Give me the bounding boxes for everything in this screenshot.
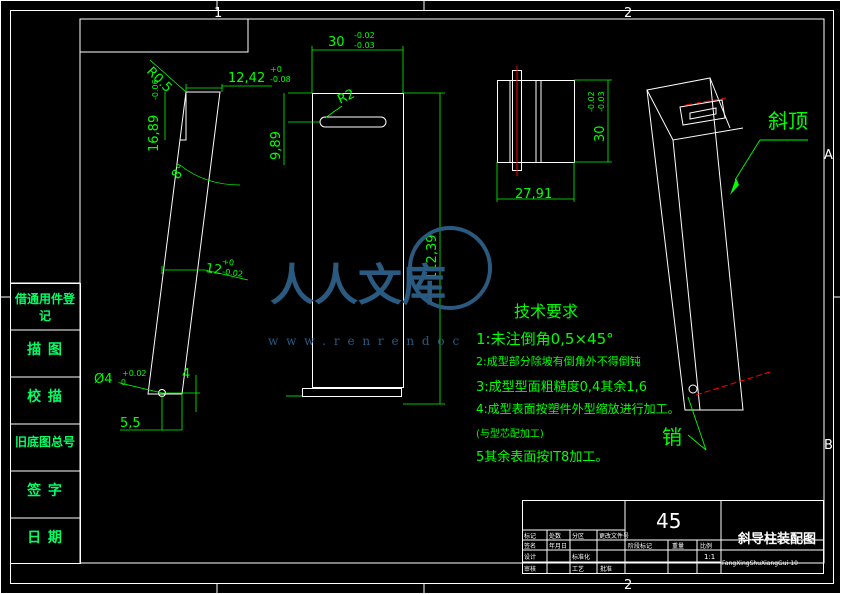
side-table-old-number: 旧底图总号 <box>14 435 75 449</box>
watermark-text: 人人文库 <box>270 260 446 311</box>
tech-note-1: 1:未注倒角0,5×45° <box>476 330 614 348</box>
dims-view1 <box>119 59 272 431</box>
label-lifter: 斜顶 <box>768 109 808 133</box>
dims-view3 <box>496 79 612 202</box>
dim-12-lower: -0.02 <box>222 267 244 279</box>
tb-label-12: 工艺 <box>572 565 584 573</box>
tech-note-4b: (与型芯配加工) <box>476 429 544 440</box>
tech-note-5: 5其余表面按IT8加工。 <box>476 450 609 465</box>
side-table-check: 校 描 <box>27 389 63 405</box>
drawing-subtitle: FangXingShuXiangGui-10 <box>722 560 798 567</box>
dim-1242-upper: +0 <box>270 65 282 74</box>
tb-label-0: 标记 <box>524 532 536 540</box>
zone-col-2: 2 <box>624 6 632 21</box>
pin-hole-iso <box>688 384 698 394</box>
dim-4: 4 <box>182 367 190 382</box>
tech-note-4: 4:成型表面按塑件外型缩放进行加工。 <box>476 402 680 416</box>
dim-30-upper: -0.02 <box>354 31 375 40</box>
lifter-arrow <box>730 178 739 195</box>
tb-label-13: 批准 <box>600 565 612 573</box>
dim-12: 12 <box>204 261 222 278</box>
dim-11239: 112,39 <box>425 235 440 281</box>
tech-note-3: 3:成型型面粗糙度0,4其余1,6 <box>476 380 647 395</box>
dim-d4-lower: -0 <box>118 378 126 387</box>
zone-col-2-bottom: 2 <box>624 578 632 593</box>
label-pin: 销 <box>662 425 682 449</box>
dim-30-lower: -0.03 <box>354 41 375 50</box>
dim-r2: R2 <box>335 87 357 108</box>
dim-1689-tol: -0.06 <box>151 79 160 100</box>
dim-55: 5,5 <box>120 416 141 431</box>
tb-label-7: 重量 <box>672 542 684 550</box>
title-block-frame <box>522 500 824 574</box>
leader-lines <box>687 139 808 451</box>
dim-d4-upper: +0.02 <box>122 369 147 378</box>
tb-label-9: 设计 <box>524 553 536 561</box>
tb-label-5: 年月日 <box>549 542 567 550</box>
dim-30h-upper: -0.02 <box>587 91 596 112</box>
lifter-iso-view <box>646 77 744 411</box>
dim-30-height: 30 <box>593 125 608 142</box>
dim-1242-lower: -0.08 <box>270 75 291 84</box>
side-table-register: 借通用件登记 <box>14 292 75 323</box>
dim-d4: Ø4 <box>94 372 113 387</box>
tb-label-2: 分区 <box>572 532 584 540</box>
dim-angle: 8° <box>169 162 190 183</box>
tb-label-10: 标准化 <box>572 553 590 561</box>
drawing-title: 斜导柱装配图 <box>737 531 816 547</box>
tb-label-3: 更改文件号 <box>599 532 629 540</box>
tb-label-6: 阶段标记 <box>628 542 652 550</box>
dim-1689: 16,89 <box>147 115 162 152</box>
lifter-front-view <box>302 93 404 397</box>
watermark: 人人文库 w w w . r e n r e n d o c <box>268 226 492 348</box>
zone-row-a: A <box>824 148 833 163</box>
dim-1242: 12,42 <box>228 71 265 86</box>
side-table-frame <box>10 283 81 564</box>
tb-label-8: 比例 <box>700 542 712 550</box>
tb-label-4: 签名 <box>524 542 536 550</box>
dim-989: 9,89 <box>269 131 284 160</box>
zone-col-1: 1 <box>214 6 222 21</box>
dim-30h-lower: -0.03 <box>597 91 606 112</box>
zone-row-b: B <box>824 438 833 453</box>
tb-label-1: 处数 <box>549 532 561 540</box>
scale: 1:1 <box>704 553 715 561</box>
side-table-date: 日 期 <box>27 530 63 546</box>
dim-2791: 27,91 <box>515 187 552 202</box>
dim-30-width: 30 <box>328 35 345 50</box>
side-table-trace: 描 图 <box>27 342 63 358</box>
side-table-signature: 签 字 <box>27 483 63 499</box>
tb-label-11: 审核 <box>524 565 536 573</box>
lifter-top-view <box>497 70 575 171</box>
dims-view2 <box>283 46 445 405</box>
title-block-small-labels: 标记 处数 分区 更改文件号 签名 年月日 阶段标记 重量 比例 设计 标准化 … <box>524 532 712 573</box>
material: 45 <box>656 509 681 533</box>
tech-note-2: 2:成型部分除坡有倒角外不得倒钝 <box>476 355 641 368</box>
tech-notes-title: 技术要求 <box>514 302 579 321</box>
iso-red-lines <box>685 97 771 396</box>
watermark-url: w w w . r e n r e n d o c <box>268 334 461 348</box>
dim-12-upper: +0 <box>222 257 235 268</box>
